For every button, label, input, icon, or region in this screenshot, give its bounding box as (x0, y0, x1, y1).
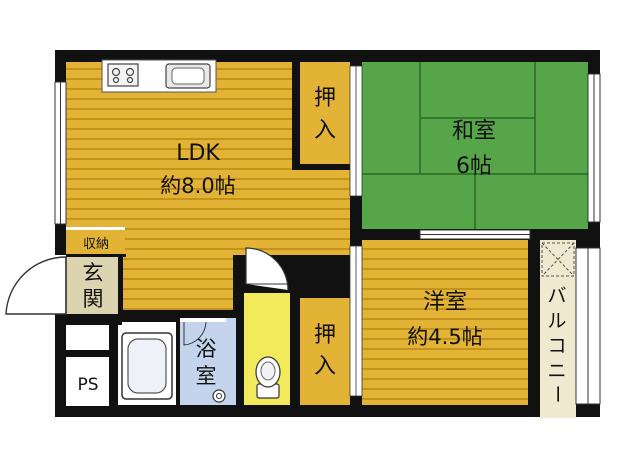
entrance-floor (66, 257, 120, 314)
western-room-size: 約4.5帖 (407, 325, 482, 349)
shaft-floor (66, 325, 109, 350)
label-japanese-room: 和室 6帖 (452, 119, 496, 179)
label-closet-top: 押 入 (314, 86, 336, 143)
ldk-name: LDK (176, 141, 220, 166)
bath-line1: 浴 (196, 337, 217, 361)
closet-bottom-floor (300, 298, 350, 405)
label-ldk: LDK 約8.0帖 (160, 141, 235, 198)
sink-icon (165, 63, 211, 89)
entrance-door (0, 255, 67, 315)
balcony-char-4: ニ (547, 360, 566, 382)
sliding-doors (349, 65, 363, 397)
closet-top-line1: 押 (314, 86, 336, 111)
storage-label: 収納 (83, 237, 109, 252)
storage-floor (66, 230, 125, 254)
label-bath: 浴 室 (196, 337, 217, 388)
balcony-char-3: コ (547, 335, 566, 357)
closet-top-floor (300, 62, 350, 164)
bathtub-icon (121, 332, 173, 400)
western-room-name: 洋室 (423, 290, 467, 315)
ps-label: PS (77, 375, 98, 395)
closet-top-line2: 入 (314, 118, 336, 143)
bath-line2: 室 (196, 364, 217, 388)
ac-unit-icon (541, 242, 575, 277)
balcony-char-1: バ (547, 285, 566, 307)
ldk-size: 約8.0帖 (160, 174, 235, 198)
japanese-room-name: 和室 (452, 119, 496, 144)
closet-bottom-line1: 押 (314, 323, 336, 348)
closet-bottom-line2: 入 (314, 354, 336, 379)
toilet-door (245, 247, 289, 291)
bath-floor (180, 318, 236, 405)
tatami-lines (362, 62, 588, 229)
ldk-floor-lower (123, 255, 233, 310)
bath-drain-icon (212, 389, 226, 403)
balcony-char-5: ー (546, 384, 568, 403)
label-balcony: バ ル コ ニ ー (546, 285, 568, 404)
western-room-floor (362, 240, 528, 405)
entrance-line2: 関 (83, 287, 104, 311)
label-entrance: 玄 関 (83, 261, 104, 311)
balcony-char-2: ル (547, 310, 566, 332)
toilet-icon (255, 356, 281, 399)
label-closet-bottom: 押 入 (314, 323, 336, 379)
bath-door (180, 318, 226, 346)
label-western-room: 洋室 約4.5帖 (407, 290, 482, 349)
ps-floor (66, 357, 109, 406)
kitchen-counter (101, 59, 217, 93)
japanese-room-size: 6帖 (456, 154, 492, 179)
windows (54, 73, 601, 405)
stove-icon (107, 63, 139, 87)
storage-door (66, 227, 125, 230)
entrance-line1: 玄 (83, 261, 104, 285)
